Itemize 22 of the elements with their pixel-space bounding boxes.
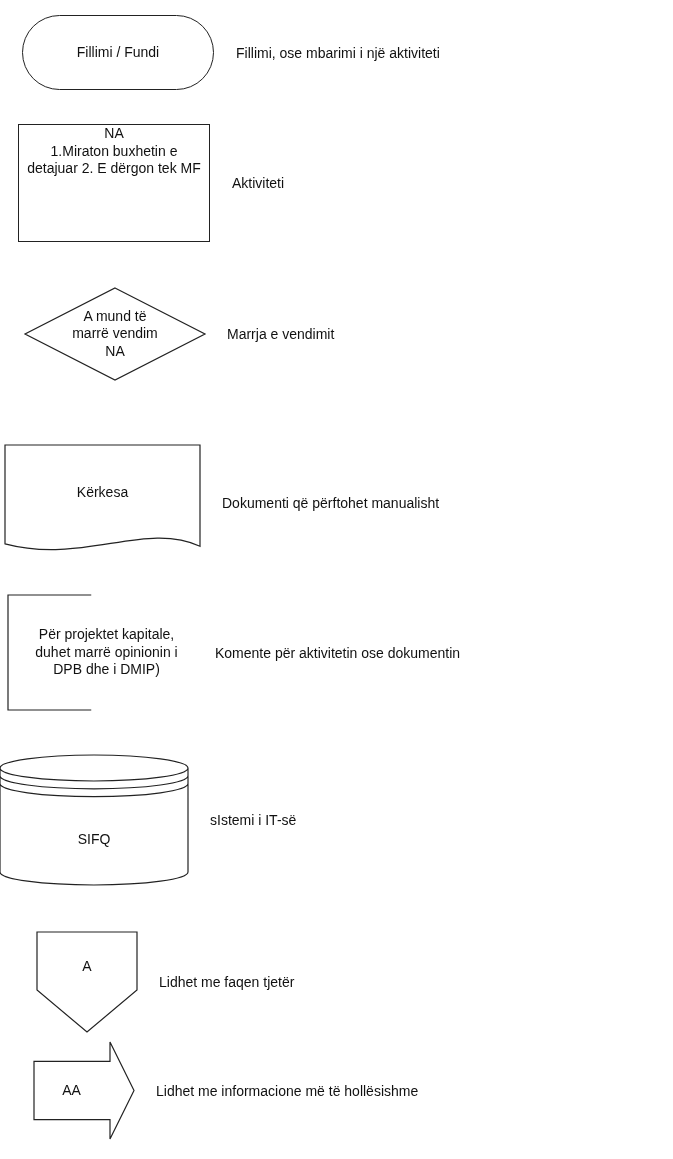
process-box	[18, 124, 210, 242]
description-text: Lidhet me informacione më të hollësishme	[156, 1081, 419, 1100]
node-text: A mund të marrë vendim NA	[71, 307, 159, 361]
description-text: Lidhet me faqen tjetër	[159, 973, 295, 992]
off-page-connector	[37, 932, 137, 1032]
database-cylinder	[0, 755, 188, 885]
description-text: Aktiviteti	[232, 174, 285, 193]
description-text: Marrja e vendimit	[227, 325, 335, 344]
node-text: Për projektet kapitale, duhet marrë opinionin i DPB dhe i DMIP)	[34, 626, 179, 679]
node-text: SIFQ	[77, 831, 111, 849]
node-text: 1.Miraton buxhetin e detajuar 2. E dërgon tek MF	[26, 142, 202, 178]
node-text: Kërkesa	[76, 483, 129, 502]
arrow-connector	[34, 1042, 134, 1139]
description-text: Fillimi, ose mbarimi i një aktiviteti	[236, 43, 440, 62]
node-text: Fillimi / Fundi	[76, 43, 160, 62]
description-text: sIstemi i IT-së	[210, 811, 297, 830]
description-text: Dokumenti që përftohet manualisht	[222, 493, 440, 512]
node-text: AA	[62, 1081, 81, 1100]
decision-diamond	[25, 288, 205, 380]
node-heading: NA	[104, 125, 124, 143]
description-text: Komente për aktivitetin ose dokumentin	[215, 643, 461, 662]
node-text: A	[82, 958, 92, 976]
